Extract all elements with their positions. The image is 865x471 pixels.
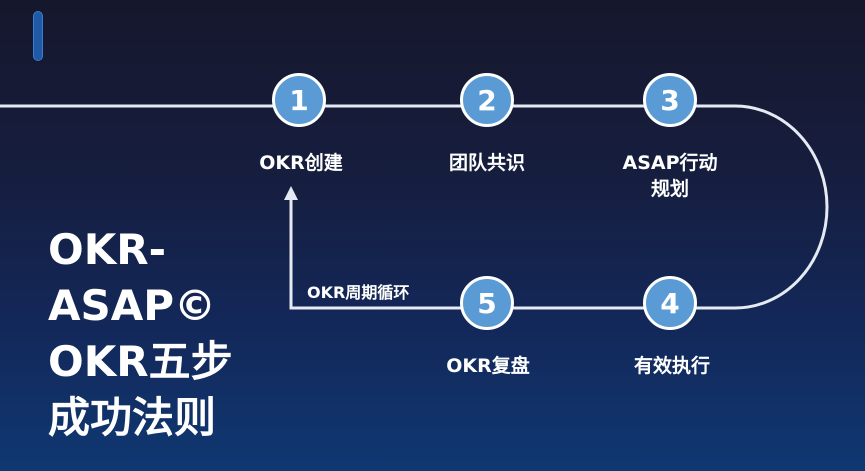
step-3-label-line2: 规划	[650, 178, 689, 200]
main-title: OKR- ASAP© OKR五步 成功法则	[48, 222, 233, 446]
accent-bar	[33, 11, 43, 61]
cycle-label: OKR周期循环	[307, 283, 410, 302]
title-line-2: ASAP©	[48, 281, 217, 330]
title-line-4: 成功法则	[48, 393, 217, 442]
step-3-circle: 3	[643, 73, 697, 127]
step-1-circle: 1	[272, 73, 326, 127]
step-5-label: OKR复盘	[446, 355, 530, 377]
step-5-circle: 5	[460, 276, 514, 330]
step-4-label: 有效执行	[633, 355, 710, 377]
title-line-1: OKR-	[48, 225, 167, 274]
cycle-arrowhead	[284, 186, 298, 200]
step-3-label-line1: ASAP行动	[622, 152, 718, 174]
step-3-label: ASAP行动 规划	[600, 150, 740, 202]
title-line-3: OKR五步	[48, 337, 233, 386]
flow-track	[0, 104, 829, 310]
step-4-circle: 4	[643, 276, 697, 330]
step-2-label: 团队共识	[448, 152, 525, 174]
step-2-circle: 2	[460, 73, 514, 127]
step-1-label: OKR创建	[259, 152, 343, 174]
